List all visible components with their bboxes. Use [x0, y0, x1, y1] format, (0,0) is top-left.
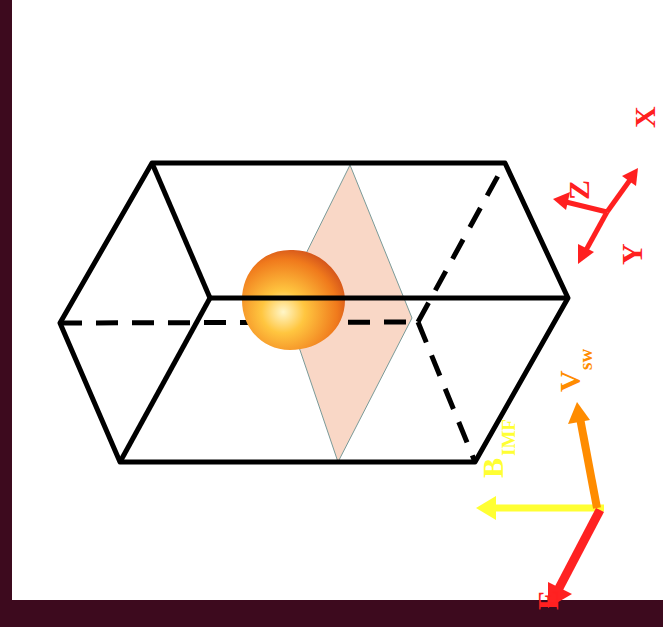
- electric-label: E: [533, 590, 563, 610]
- field-label: B: [478, 458, 508, 478]
- field-vectors: [476, 402, 604, 608]
- axis-label: X: [630, 106, 660, 128]
- axis-label: Y: [617, 243, 647, 265]
- box-edges: [60, 163, 568, 462]
- field-subscript: IMF: [499, 419, 518, 456]
- axis-label: Z: [564, 180, 594, 200]
- velocity-label: V: [555, 370, 585, 392]
- velocity-subscript: sw: [576, 349, 595, 370]
